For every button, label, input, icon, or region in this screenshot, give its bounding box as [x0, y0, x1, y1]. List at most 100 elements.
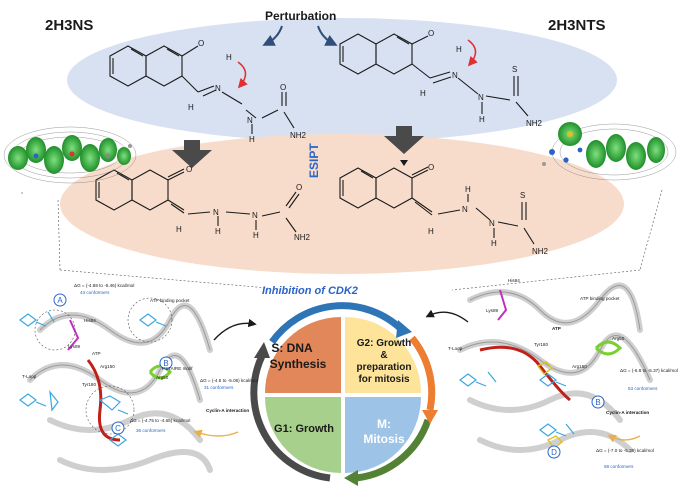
- esipt-arrow-right: [384, 126, 424, 154]
- site-a-conf: 43 conformers: [80, 290, 110, 295]
- cyclin-arrow-left: [193, 429, 239, 438]
- molecule-2h3ns-enol: [109, 45, 295, 134]
- atom-o-br: O: [428, 163, 434, 172]
- m-phase-label-2: Mitosis: [363, 432, 405, 446]
- label-inhibition: Inhibition of CDK2: [262, 285, 358, 297]
- atom-s-tr: S: [512, 65, 517, 74]
- ring-arc-bottom: [355, 418, 432, 482]
- atom-n-tr-2: N: [478, 93, 484, 102]
- excited-state-marker: [400, 160, 408, 166]
- res-lys89-left: Lys89: [68, 344, 81, 349]
- atom-n-tl-2: N: [247, 116, 253, 125]
- res-atp-left: ATP: [92, 351, 101, 356]
- res-arg150-right: Arg150: [572, 364, 587, 369]
- atom-nh2-tl: NH2: [290, 131, 307, 140]
- res-pstaire-left: PSTAIRE motif: [162, 366, 193, 371]
- cell-cycle-wheel: [250, 302, 438, 486]
- ring-arrowhead-right: [422, 410, 438, 424]
- label-esipt: ESIPT: [307, 143, 321, 178]
- atom-n-br-1: N: [462, 205, 468, 214]
- site-b-label-right: B: [595, 398, 600, 407]
- atom-n-bl-1: N: [213, 208, 219, 217]
- atom-h-br-2: H: [491, 239, 497, 248]
- site-b-dg-right: ΔG = (-6.8 to -5.37) kcal/mol: [620, 368, 678, 373]
- atom-h-tr-oh: H: [456, 45, 462, 54]
- atom-n-tl-1: N: [215, 84, 221, 93]
- atom-h-tl-nh: H: [249, 135, 255, 144]
- ring-arrowhead-left: [254, 342, 270, 358]
- atom-h-bl-2: H: [253, 231, 259, 240]
- atom-h-tl-oh: H: [226, 53, 232, 62]
- site-b-label-left: B: [163, 359, 168, 368]
- atom-nh2-bl: NH2: [294, 233, 311, 242]
- m-phase-label-1: M:: [377, 417, 391, 431]
- label-perturbation: Perturbation: [265, 9, 336, 23]
- molecule-2h3nts-keto: [339, 166, 535, 245]
- res-tyr180-left: Tyr180: [82, 382, 96, 387]
- ground-state-ellipse: [67, 18, 617, 142]
- cell-cycle-g2-phase: [345, 317, 421, 393]
- t-loop-left: T-Loop: [22, 374, 37, 379]
- res-lys89-right: Lys89: [486, 308, 499, 313]
- atom-h-br-ch: H: [428, 227, 434, 236]
- atom-o-tl: O: [198, 39, 204, 48]
- site-b-dg-left: ΔG = (-4.5 to -5.06) kcal/mol: [200, 378, 258, 383]
- cyclin-right: Cyclin-A interaction: [606, 410, 649, 415]
- excited-state-ellipse: [60, 134, 624, 274]
- orbital-isosurface-left: [3, 126, 137, 184]
- res-tyr180-right: Tyr180: [534, 342, 548, 347]
- perturbation-arrow-right: [317, 25, 338, 46]
- t-loop-right: T-Loop: [448, 346, 463, 351]
- atom-o-bl-carbonyl: O: [296, 183, 302, 192]
- site-b-badge-right: [591, 395, 605, 409]
- g2-phase-label-2: &: [380, 350, 387, 361]
- protein-left: [19, 297, 213, 473]
- site-d-dg: ΔG = (-7.0 to -5.38) kcal/mol: [596, 448, 654, 453]
- ring-arc-top: [269, 302, 403, 345]
- site-d-label: D: [551, 448, 557, 457]
- atom-h-bl-ch: H: [176, 225, 182, 234]
- cell-cycle-s-phase: [265, 317, 341, 393]
- atom-n-bl-2: N: [252, 211, 258, 220]
- site-c-conf: 36 conformers: [136, 428, 166, 433]
- atp-pocket-right: ATP binding pocket: [580, 296, 620, 301]
- cyclin-left: Cyclin-A interaction: [206, 408, 249, 413]
- site-c-badge: [111, 421, 125, 435]
- s-phase-label-1: S: DNA: [271, 341, 313, 355]
- res-arg150-left: Arg150: [100, 364, 115, 369]
- atom-h-br-1: H: [465, 185, 471, 194]
- res-his84-left: His84: [84, 318, 96, 323]
- connector-left: [21, 192, 61, 271]
- orbital-isosurface-right: [542, 122, 677, 181]
- site-d-badge: [547, 445, 561, 459]
- g2-phase-label-1: G2: Growth: [357, 338, 411, 349]
- perturbation-arrow-left: [262, 25, 283, 46]
- atom-o-tr: O: [428, 29, 434, 38]
- res-arg50-left: Arg50: [156, 375, 169, 380]
- site-b-conf-right: 53 conformers: [628, 386, 658, 391]
- cell-cycle-g1-phase: [265, 397, 341, 473]
- g1-phase-label: G1: Growth: [274, 423, 334, 435]
- atom-s-br: S: [520, 191, 525, 200]
- atom-h-bl-1: H: [215, 227, 221, 236]
- site-a-label: A: [57, 296, 63, 305]
- connector-bottom: [59, 269, 641, 291]
- site-a-badge: [53, 293, 67, 307]
- atom-h-tl-ch: H: [188, 103, 194, 112]
- s-phase-label-2: Synthesis: [270, 357, 327, 371]
- res-atp-right: ATP: [552, 326, 561, 331]
- ring-arc-left: [250, 354, 331, 482]
- site-b-badge-left: [159, 356, 173, 370]
- label-2h3nts: 2H3NTS: [548, 17, 606, 34]
- site-d-conf: 58 conformers: [604, 464, 634, 469]
- res-his84-right: His84: [508, 278, 520, 283]
- atom-o-bl: O: [186, 165, 192, 174]
- ring-arrowhead-top: [396, 320, 412, 338]
- proton-transfer-arrow-left: [237, 61, 248, 89]
- ring-arc-right: [409, 335, 436, 411]
- inhibit-arrow-left: [213, 318, 257, 341]
- g2-phase-label-4: for mitosis: [358, 374, 410, 385]
- g2-phase-label-3: preparation: [356, 362, 411, 373]
